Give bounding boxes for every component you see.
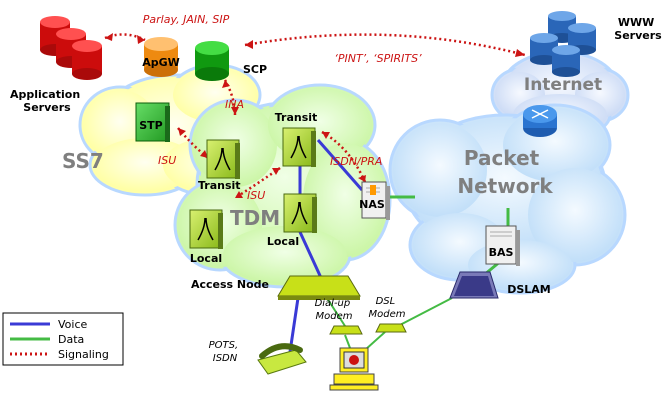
- data-line-dialup-pc: [344, 334, 351, 349]
- isu-mid-label: ISU: [247, 189, 265, 202]
- www-server-cylinder-4: [552, 45, 580, 77]
- scp-node: [195, 41, 229, 81]
- ss7-label: SS7: [62, 149, 104, 173]
- legend-label-data: Data: [58, 333, 84, 346]
- www-line-2: Servers: [614, 29, 662, 42]
- pots-isdn-label: POTS, ISDN: [209, 340, 242, 364]
- app-server-cylinder-3: [72, 40, 102, 80]
- dsl-modem: [375, 323, 407, 333]
- scp-label: SCP: [243, 63, 267, 76]
- apgw-label: ApGW: [142, 56, 180, 69]
- access-node: [277, 275, 361, 300]
- transit-switch-top: [282, 127, 316, 167]
- app-servers-line-2: Servers: [23, 101, 71, 114]
- pint-label: ‘PINT’, ‘SPIRITS’: [334, 52, 422, 65]
- data-line-dslam-dslmodem: [397, 297, 453, 327]
- local-switch-mid: [283, 193, 317, 233]
- dialup-modem: [329, 325, 363, 335]
- dsl-line-2: Modem: [369, 309, 406, 320]
- local-switch-left: [189, 209, 223, 249]
- packet-line-2: Network: [457, 174, 553, 198]
- nas-label: NAS: [359, 198, 385, 211]
- application-servers: [40, 16, 102, 80]
- bas-node: [485, 225, 520, 266]
- signal-scp-internet: [244, 33, 526, 57]
- phone-icon: [257, 343, 307, 375]
- isdn-pra-label: ISDN/PRA: [330, 155, 382, 168]
- www-line-1: WWW: [618, 16, 654, 29]
- www-servers-label: WWW Servers: [614, 16, 662, 42]
- packet-network-cloud: [388, 103, 627, 295]
- pots-line-1: POTS,: [209, 340, 239, 351]
- pots-line-2: ISDN: [213, 353, 238, 364]
- nas-node: [361, 181, 390, 220]
- signaling-arrowheads: [105, 33, 525, 198]
- voice-line-access-phone: [288, 297, 300, 353]
- local-mid-label: Local: [267, 235, 299, 248]
- internet-label: Internet: [524, 75, 602, 95]
- transit-left-label: Transit: [198, 179, 241, 192]
- parlay-label: Parlay, JAIN, SIP: [143, 13, 230, 26]
- legend-label-signaling: Signaling: [58, 348, 109, 361]
- dialup-line-2: Modem: [316, 311, 353, 322]
- data-line-dslmodem-pc: [364, 331, 386, 351]
- dslam-label: DSLAM: [507, 283, 551, 296]
- bas-label: BAS: [489, 246, 514, 259]
- stp-node: [135, 102, 170, 142]
- router-icon: [523, 105, 557, 137]
- transit-top-label: Transit: [275, 111, 318, 124]
- www-servers: [530, 11, 596, 77]
- dslam-node: [449, 271, 499, 299]
- app-servers-line-1: Application: [10, 88, 80, 101]
- transit-switch-left: [206, 139, 240, 179]
- packet-network-label: Packet Network: [457, 146, 553, 198]
- apgw-node: [144, 37, 178, 77]
- dsl-line-1: DSL: [376, 296, 396, 307]
- dialup-line-1: Dial-up: [315, 298, 351, 309]
- voice-line-transit-nas: [316, 139, 364, 191]
- access-node-label: Access Node: [191, 278, 269, 291]
- app-servers-label: Application Servers: [10, 88, 84, 114]
- signal-stp-transit: [177, 127, 209, 159]
- ina-label: INA: [225, 98, 244, 111]
- isu-left-label: ISU: [158, 154, 176, 167]
- stp-label: STP: [139, 119, 163, 132]
- signal-transit-local: [234, 166, 281, 200]
- data-line-access-dialup: [324, 294, 346, 327]
- tdm-label: TDM: [230, 206, 280, 230]
- www-server-cylinder-3: [530, 33, 558, 65]
- pc-icon: [329, 347, 379, 391]
- voice-line-local-access: [298, 231, 324, 281]
- dsl-modem-label: DSL Modem: [369, 296, 406, 320]
- local-left-label: Local: [190, 252, 222, 265]
- legend-label-voice: Voice: [58, 318, 88, 331]
- dialup-modem-label: Dial-up Modem: [315, 298, 354, 322]
- signal-appserver-apgw: [104, 33, 146, 42]
- packet-line-1: Packet: [464, 146, 540, 170]
